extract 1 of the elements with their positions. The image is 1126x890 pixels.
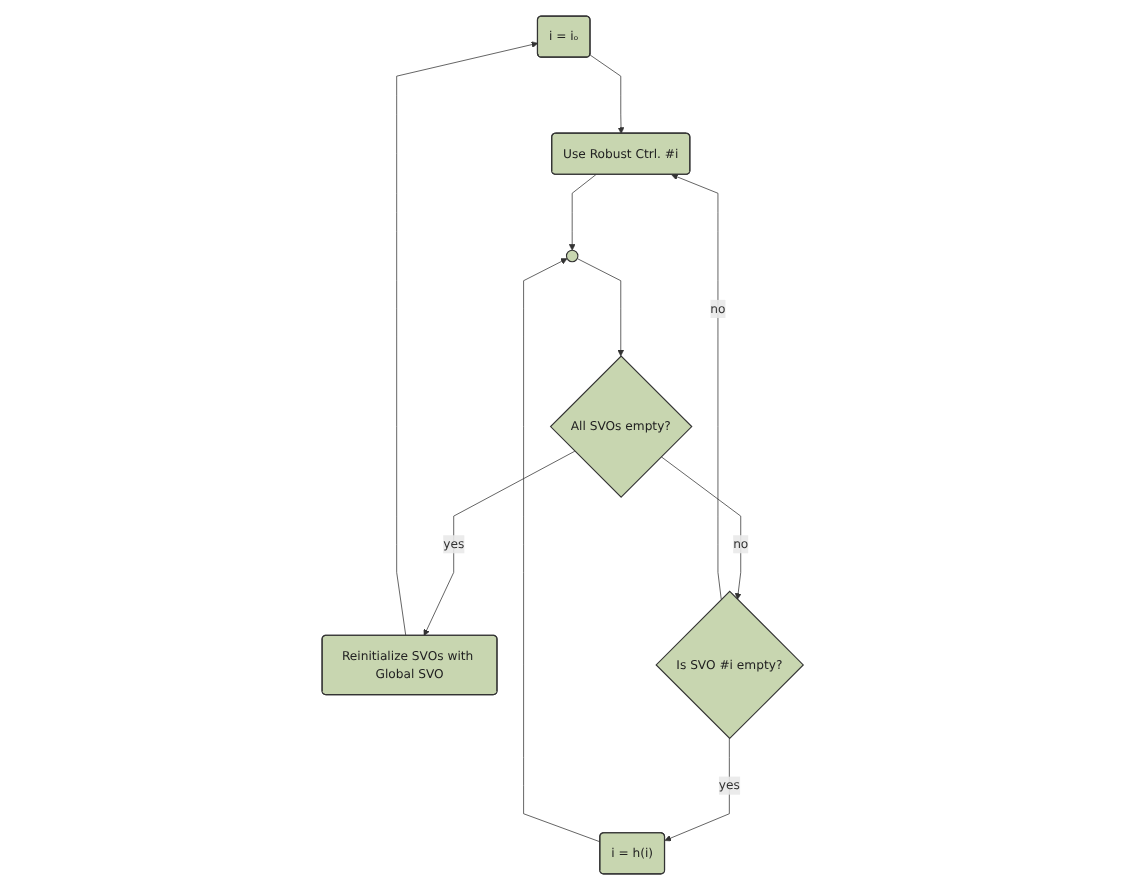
node-circle [566, 249, 579, 263]
